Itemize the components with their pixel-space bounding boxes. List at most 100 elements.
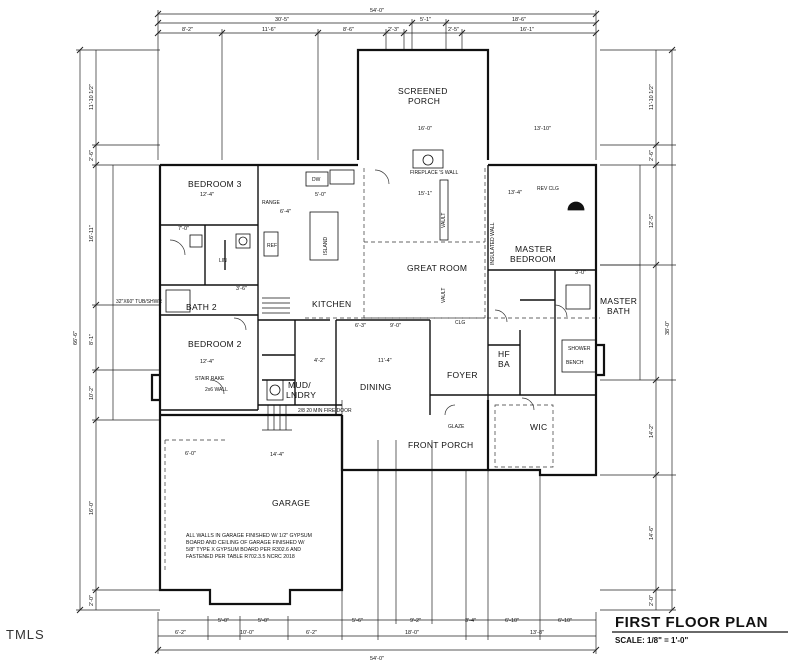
plan-title: FIRST FLOOR PLAN	[615, 614, 768, 631]
garage-note: ALL WALLS IN GARAGE FINISHED W/ 1/2" GYP…	[186, 533, 312, 560]
dim-left-seg-6: 16'-0"	[89, 501, 95, 515]
interior-dimension-text: 12'-4" 12'-4" 15'-1" 13'-4" 11'-4" 16'-0…	[178, 126, 586, 458]
room-label-mud-2: LNDRY	[286, 390, 316, 400]
dim-top-row3-e: 2'-5"	[448, 27, 459, 33]
knee-wall-label: 2x6 WALL	[205, 387, 228, 393]
tub-shwr-label: 32"X60" TUB/SHWR	[116, 299, 162, 305]
glaze-label: GLAZE	[448, 424, 465, 430]
garage-note-line-3: 5/8" TYPE X GYPSUM BOARD PER R302.6 AND	[186, 547, 301, 553]
room-label-screened-porch-2: PORCH	[408, 96, 440, 106]
fixtures	[165, 149, 597, 401]
dim-top-row3-d: 2'-3"	[388, 27, 399, 33]
dim-bottom-row1-a: 9'-2"	[410, 618, 421, 624]
dim-int-12: 6'-3"	[355, 323, 366, 329]
door-swings	[169, 169, 568, 416]
title-block: FIRST FLOOR PLAN SCALE: 1/8" = 1'-0"	[612, 614, 788, 645]
dim-top-row2-b: 5'-1"	[420, 17, 431, 23]
dim-bottom-f: 5'-6"	[352, 618, 363, 624]
dim-left-seg-3: 16'-11"	[89, 225, 95, 242]
dim-int-4: 13'-4"	[508, 190, 522, 196]
room-label-master-bath-1: MASTER	[600, 296, 637, 306]
clg-label: CLG	[455, 320, 465, 326]
island-label: ISLAND	[323, 237, 329, 255]
plan-scale: SCALE: 1/8" = 1'-0"	[615, 636, 688, 645]
vault-label-1: VAULT	[441, 213, 447, 228]
dim-int-17: 3'-0"	[575, 270, 586, 276]
dim-top-row3-f: 16'-1"	[520, 27, 534, 33]
dim-left-seg-2: 2'-6"	[89, 150, 95, 161]
exterior-walls	[150, 48, 606, 606]
dim-int-1: 12'-4"	[200, 192, 214, 198]
dim-int-2: 12'-4"	[200, 359, 214, 365]
dim-right-seg-3: 12'-5"	[649, 214, 655, 228]
dimension-text-right: 38'-0" 11'-10 1/2" 2'-6" 12'-5" 14'-2" 1…	[649, 84, 671, 606]
dashed-ceiling-lines	[164, 168, 600, 570]
shower-label: SHOWER	[568, 346, 591, 352]
dim-right-seg-5: 14'-6"	[649, 526, 655, 540]
room-labels: SCREENED PORCH BEDROOM 3 GREAT ROOM MAST…	[186, 86, 637, 508]
dimension-text-bottom: 54'-0" 6'-2" 5'-0" 10'-0" 5'-0" 6'-2" 5'…	[175, 618, 572, 662]
dim-bottom-j: 13'-8"	[530, 630, 544, 636]
room-label-bedroom-2: BEDROOM 2	[188, 339, 242, 349]
room-label-kitchen: KITCHEN	[312, 299, 351, 309]
dw-label: DW	[312, 177, 321, 183]
dim-bottom-e: 6'-2"	[306, 630, 317, 636]
dim-int-3: 15'-1"	[418, 191, 432, 197]
dimension-lines	[76, 10, 676, 654]
staircase	[262, 297, 292, 431]
fireplace-label: FIREPLACE 'S WALL	[410, 170, 459, 176]
dim-int-7: 13'-10"	[534, 126, 551, 132]
dim-int-8: 14'-4"	[270, 452, 284, 458]
dim-bottom-c: 10'-0"	[240, 630, 254, 636]
dim-bottom-a: 6'-2"	[175, 630, 186, 636]
room-label-master-bedroom-1: MASTER	[515, 244, 552, 254]
dimension-text-top: 54'-0" 30'-5" 5'-1" 18'-6" 8'-2" 11'-6" …	[182, 8, 534, 33]
dim-top-row3-c: 8'-6"	[343, 27, 354, 33]
dim-int-9: 6'-0"	[185, 451, 196, 457]
dim-bottom-overall: 54'-0"	[370, 656, 384, 662]
dim-top-row2-c: 18'-6"	[512, 17, 526, 23]
dim-top-overall: 54'-0"	[370, 8, 384, 14]
room-label-half-bath-2: BA	[498, 359, 510, 369]
vault-label-2: VAULT	[441, 288, 447, 303]
dim-left-seg-7: 2'-0"	[89, 595, 95, 606]
room-label-wic: WIC	[530, 422, 547, 432]
dim-right-seg-6: 2'-0"	[649, 595, 655, 606]
dim-bottom-h: 3'-4"	[465, 618, 476, 624]
room-label-great-room: GREAT ROOM	[407, 263, 467, 273]
dim-int-16: 3'-6"	[236, 286, 247, 292]
garage-note-line-4: FASTENED PER TABLE R702.3.5 NCRC 2018	[186, 554, 295, 560]
dim-int-11: 7'-0"	[178, 226, 189, 232]
dim-bottom-d: 5'-0"	[258, 618, 269, 624]
dimension-ticks	[76, 10, 676, 654]
room-label-bath-2: BATH 2	[186, 302, 217, 312]
dim-top-row2-a: 30'-5"	[275, 17, 289, 23]
interior-walls	[160, 165, 596, 470]
dim-top-row3-b: 11'-6"	[262, 27, 276, 33]
room-label-half-bath-1: HF	[498, 349, 510, 359]
dim-int-6: 16'-0"	[418, 126, 432, 132]
garage-note-line-2: BOARD AND CEILING OF GARAGE FINISHED W/	[186, 540, 305, 546]
dim-int-15: 4'-2"	[314, 358, 325, 364]
room-label-master-bedroom-2: BEDROOM	[510, 254, 556, 264]
fire-door-label: 2/8 20 MIN FIRE DOOR	[298, 408, 352, 414]
dim-bottom-g: 18'-0"	[405, 630, 419, 636]
lin-label: LIN	[219, 258, 227, 264]
dim-right-seg-2: 2'-6"	[649, 150, 655, 161]
range-label: RANGE	[262, 200, 280, 206]
stair-rake-label: STAIR RAKE	[195, 376, 225, 382]
dim-left-overall: 66'-6"	[73, 331, 79, 345]
dim-top-row3-a: 8'-2"	[182, 27, 193, 33]
dim-left-seg-5: 10'-2"	[89, 386, 95, 400]
dim-right-seg-4: 14'-2"	[649, 424, 655, 438]
room-label-garage: GARAGE	[272, 498, 310, 508]
room-label-master-bath-2: BATH	[607, 306, 630, 316]
dim-left-seg-1: 11'-10 1/2"	[89, 84, 95, 110]
dim-bottom-b: 5'-0"	[218, 618, 229, 624]
dim-right-seg-1: 11'-10 1/2"	[649, 84, 655, 110]
dim-bottom-row1-b: 6'-10"	[558, 618, 572, 624]
dim-int-10: 5'-0"	[315, 192, 326, 198]
dim-int-5: 11'-4"	[378, 358, 392, 364]
dimension-text-left: 66'-6" 11'-10 1/2" 2'-6" 16'-11" 8'-1" 1…	[73, 84, 95, 606]
room-label-bedroom-3: BEDROOM 3	[188, 179, 242, 189]
